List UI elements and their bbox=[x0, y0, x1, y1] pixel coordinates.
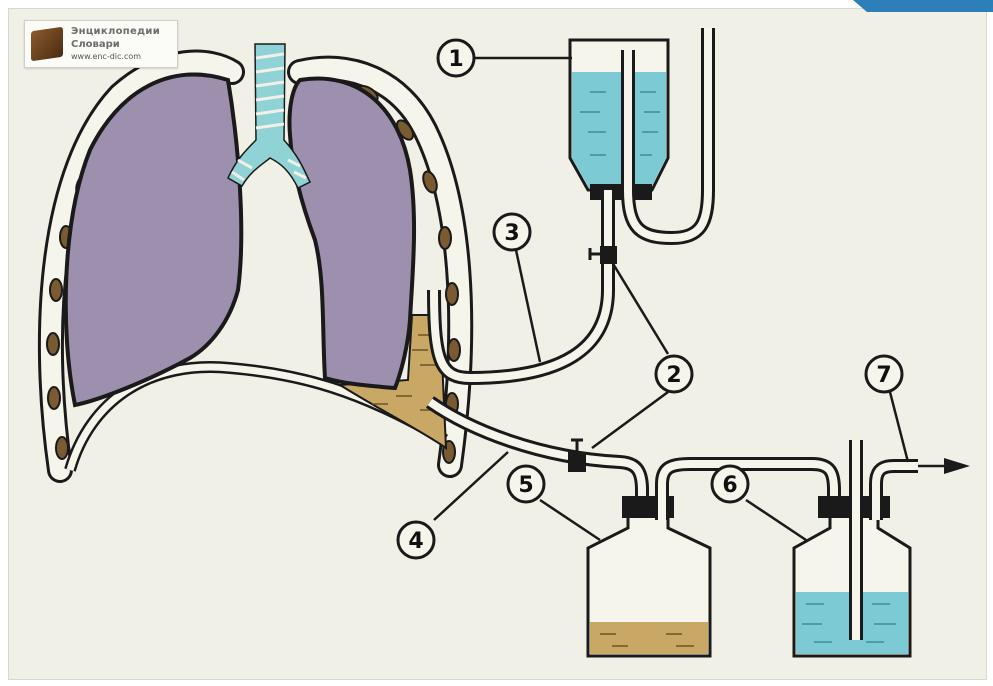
svg-text:5: 5 bbox=[518, 473, 533, 498]
connecting-tube bbox=[662, 464, 834, 520]
lower-clamp bbox=[568, 440, 586, 472]
flow-arrow bbox=[918, 458, 970, 474]
upper-clamp bbox=[590, 246, 617, 264]
callout-7: 7 bbox=[866, 356, 902, 392]
svg-text:7: 7 bbox=[876, 363, 891, 388]
callout-2: 2 bbox=[656, 356, 692, 392]
rib bbox=[47, 333, 59, 355]
rib bbox=[448, 339, 460, 361]
logo-url: www.enc-dic.com bbox=[71, 52, 141, 61]
collection-bottle bbox=[588, 496, 710, 656]
callout-6: 6 bbox=[712, 466, 748, 502]
suction-outlet-tube bbox=[876, 466, 918, 520]
callout-3: 3 bbox=[494, 214, 530, 250]
callout-5: 5 bbox=[508, 466, 544, 502]
rib bbox=[56, 437, 68, 459]
irrigation-reservoir bbox=[570, 40, 668, 200]
logo-subtitle: Словари bbox=[71, 39, 120, 50]
callout-4: 4 bbox=[398, 522, 434, 558]
callout-1: 1 bbox=[438, 40, 474, 76]
rib bbox=[48, 387, 60, 409]
svg-text:1: 1 bbox=[448, 47, 463, 72]
site-logo[interactable]: Энциклопедии Словари www.enc-dic.com bbox=[24, 20, 178, 68]
rib bbox=[446, 283, 458, 305]
rib bbox=[50, 279, 62, 301]
right-lung bbox=[289, 78, 414, 388]
svg-text:6: 6 bbox=[722, 473, 737, 498]
svg-text:2: 2 bbox=[666, 363, 681, 388]
logo-title: Энциклопедии bbox=[71, 26, 160, 37]
svg-text:4: 4 bbox=[408, 529, 423, 554]
book-icon bbox=[31, 27, 63, 61]
svg-text:3: 3 bbox=[504, 221, 519, 246]
rib bbox=[439, 227, 451, 249]
